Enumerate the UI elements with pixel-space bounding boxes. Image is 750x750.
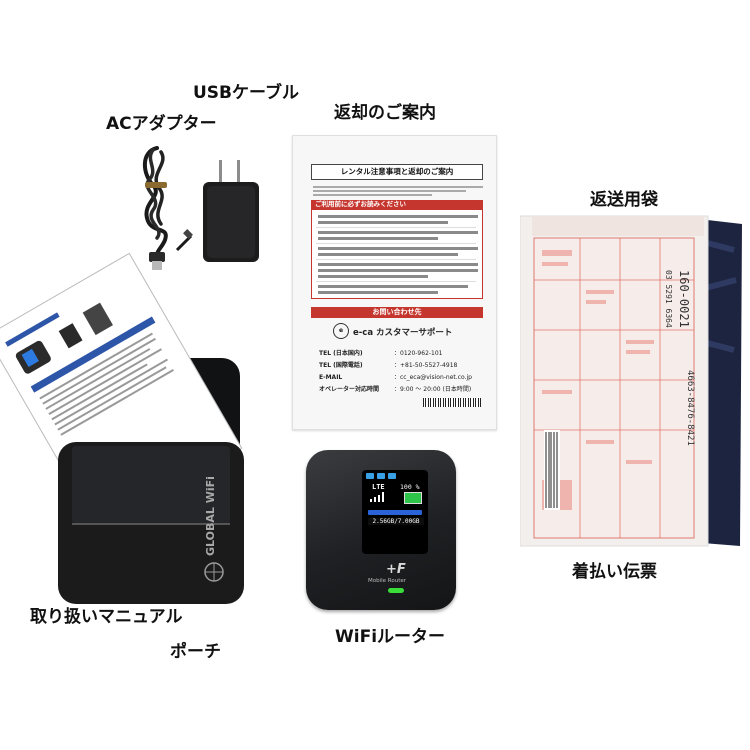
router-label: WiFiルーター xyxy=(335,627,446,647)
guide-row-tel-domestic: TEL (日本国内)：0120-962-101 xyxy=(319,350,443,357)
router-model-label: Mobile Router xyxy=(368,578,407,584)
slip-postal-code: 160-0021 xyxy=(677,270,691,328)
pouch-and-manual-image: GLOBAL WiFi xyxy=(0,252,244,604)
return-bag-label: 返送用袋 xyxy=(590,190,658,210)
return-guide-document: レンタル注意事項と返却のご案内 ご利用前に必ずお読みください お問い合わせ先 e… xyxy=(292,135,497,430)
pouch-brand-text: GLOBAL WiFi xyxy=(204,476,217,556)
slip-phone: 03 5291 6364 xyxy=(664,270,673,328)
ac-adapter-image xyxy=(203,160,259,262)
data-usage-text: 2.56GB/7.00GB xyxy=(368,518,424,525)
guide-row-email: E-MAIL：cc_eca@vision-net.co.jp xyxy=(319,374,472,381)
guide-row-hours: オペレーター対応時間：9:00 ～ 20:00 (日本時間) xyxy=(319,386,472,393)
guide-row-tel-intl: TEL (国際電話)：+81-50-5527-4918 xyxy=(319,362,458,369)
guide-intro-lines xyxy=(313,186,483,196)
guide-brand: e-ca カスタマーサポート xyxy=(353,328,453,338)
guide-contact-bar: お問い合わせ先 xyxy=(311,307,483,318)
guide-warning-bar: ご利用前に必ずお読みください xyxy=(311,200,483,209)
return-bag-image: 160-0021 03 5291 6364 4663-8476-8421 xyxy=(520,215,742,547)
return-guide-label: 返却のご案内 xyxy=(334,103,436,123)
signal-icon xyxy=(370,492,384,502)
wifi-router: LTE 100 % 2.56GB/7.00GB +F Mobile Router xyxy=(306,450,456,610)
network-type: LTE xyxy=(372,483,385,491)
manual-label: 取り扱いマニュアル xyxy=(30,607,183,627)
guide-header: レンタル注意事項と返却のご案内 xyxy=(311,164,483,180)
screen-status-icons xyxy=(366,473,424,481)
router-brand-mark: +F xyxy=(386,562,406,577)
power-button[interactable] xyxy=(388,588,404,593)
battery-percent: 100 % xyxy=(400,483,420,491)
guide-notice-box xyxy=(311,209,483,299)
router-screen: LTE 100 % 2.56GB/7.00GB xyxy=(362,470,428,554)
ac-adapter-label: ACアダプター xyxy=(106,114,217,134)
pouch-label: ポーチ xyxy=(170,642,221,662)
eca-logo-icon: e xyxy=(333,323,349,339)
cod-slip-label: 着払い伝票 xyxy=(572,562,657,582)
battery-icon xyxy=(404,492,422,504)
usb-cable-image xyxy=(142,146,193,270)
guide-barcode xyxy=(423,398,481,407)
usb-cable-label: USBケーブル xyxy=(193,83,299,103)
slip-tracking: 4663-8476-8421 xyxy=(685,370,695,446)
data-usage-bar xyxy=(368,510,422,515)
